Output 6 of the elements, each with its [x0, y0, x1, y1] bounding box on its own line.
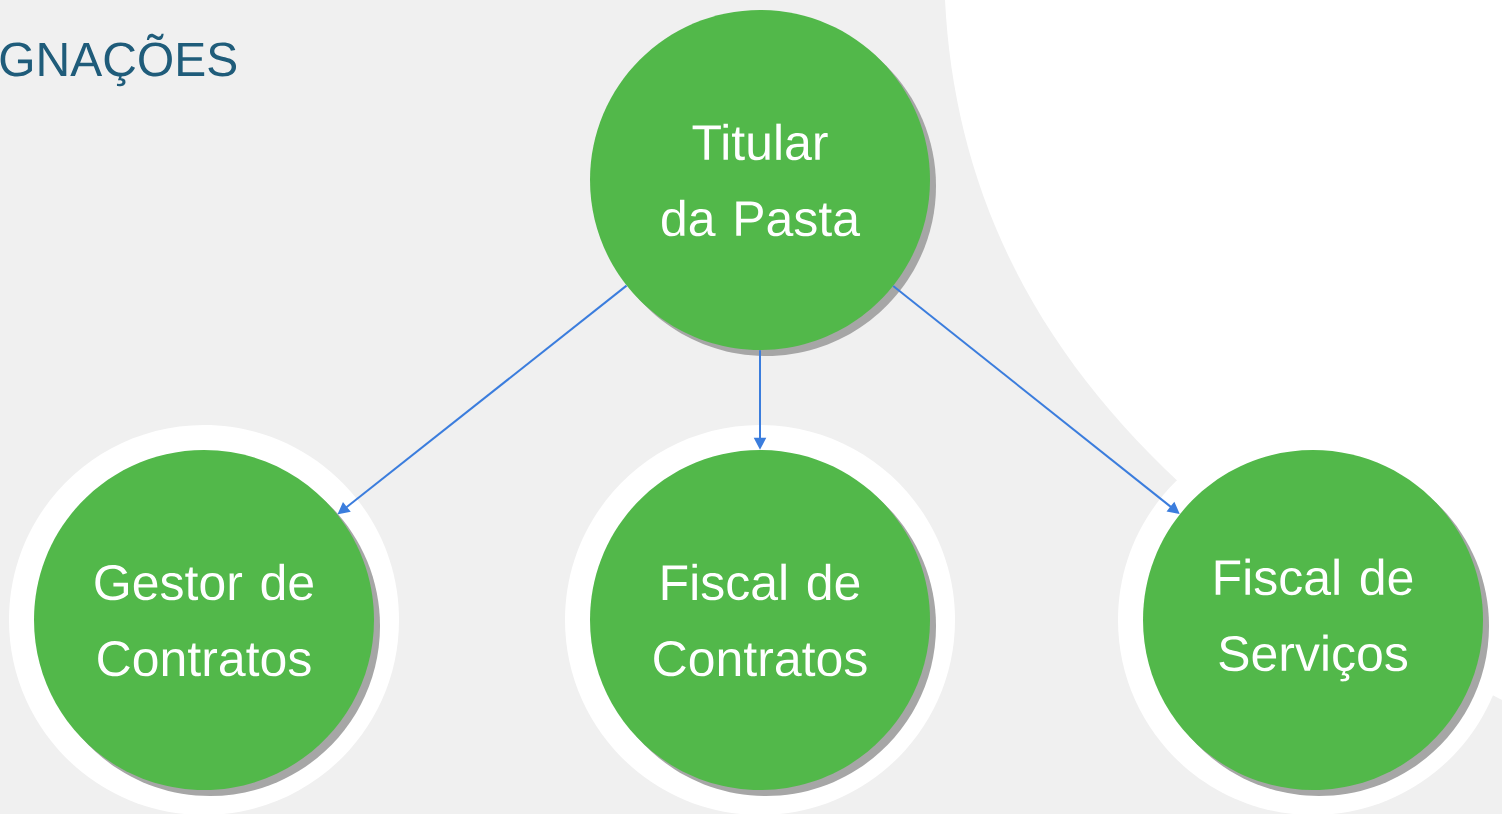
circle-node: Titular da Pasta [590, 10, 930, 350]
circle-node: Gestor de Contratos [34, 450, 374, 790]
title: GNAÇÕES [0, 33, 237, 87]
circle-node: Fiscal de Contratos [590, 450, 930, 790]
arrow [892, 284, 1180, 514]
circle-node: Fiscal de Serviços [1143, 450, 1483, 790]
